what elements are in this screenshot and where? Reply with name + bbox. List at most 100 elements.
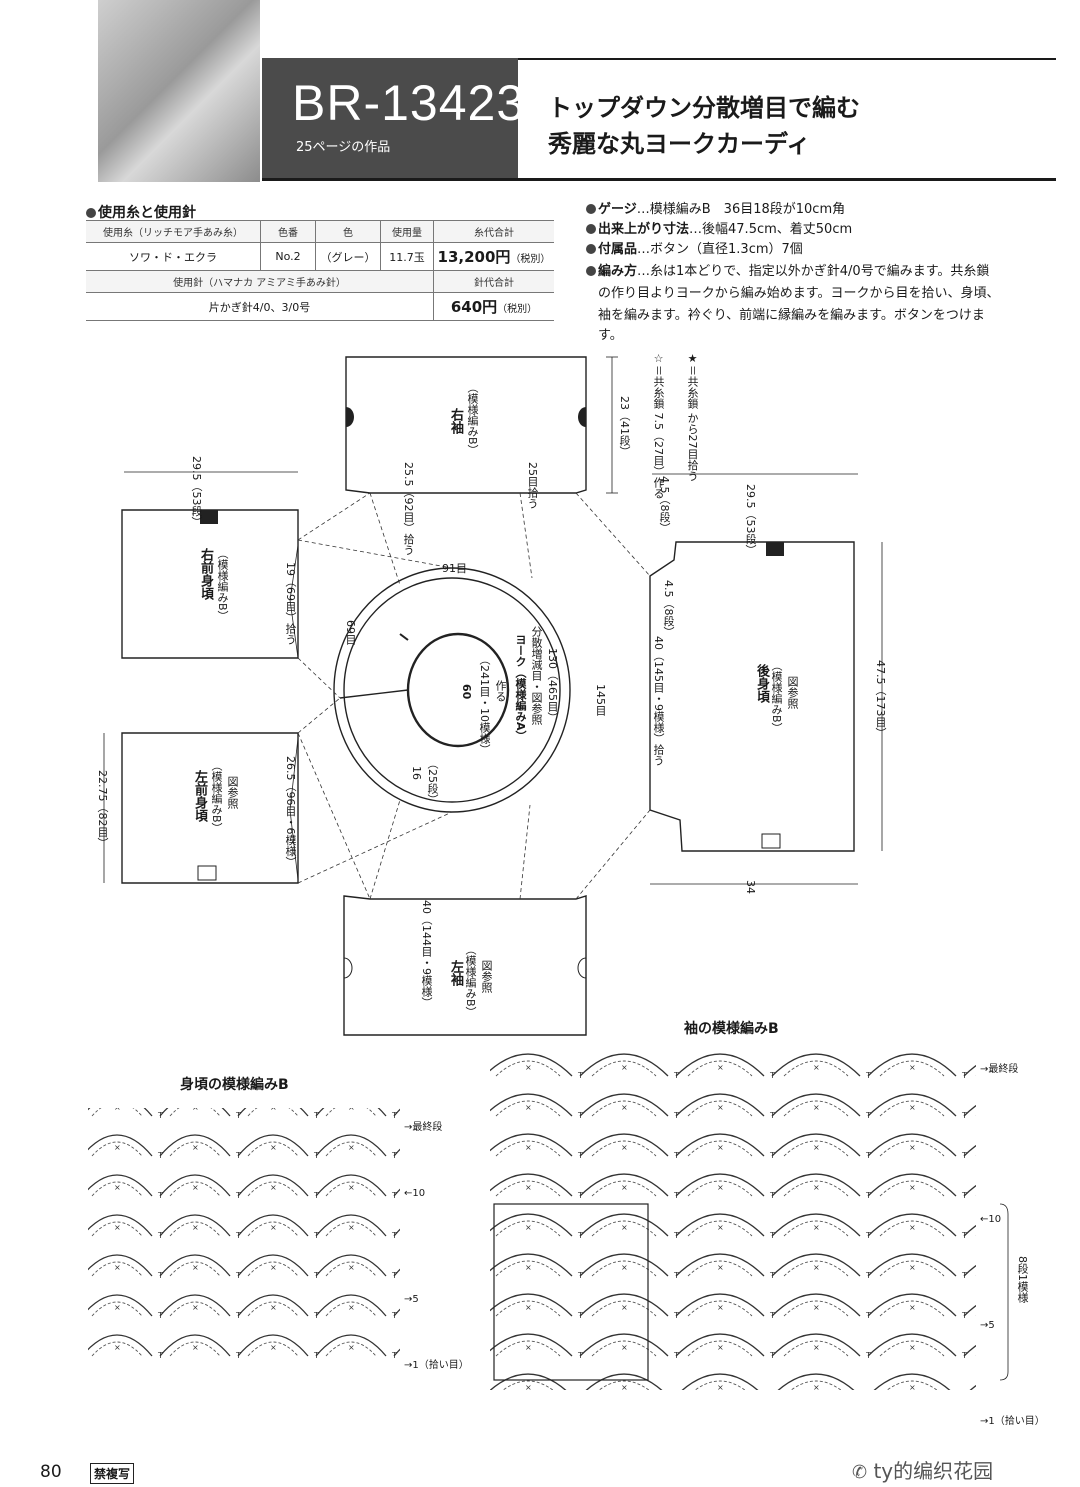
head-needle: 使用針（ハマナカ アミアミ手あみ針） xyxy=(86,270,434,293)
yoke-sub: 分散増減目・図参照 xyxy=(530,626,543,725)
notions-text: …ボタン（直径1.3cm）7個 xyxy=(637,242,803,257)
method-line1: 編み方…糸は1本どりで、指定以外かぎ針4/0号で編みます。共糸鎖 xyxy=(586,262,989,282)
left-front-sub: （模様編みB） xyxy=(210,760,223,834)
neck-sub: （241目・10模様） xyxy=(478,654,491,755)
head-amount: 使用量 xyxy=(380,220,434,243)
size-label: 出来上がり寸法 xyxy=(598,222,690,237)
dim-40b: 40（144目・9模様） xyxy=(420,900,433,1008)
dim-255: 25.5（92目）拾う xyxy=(402,462,415,556)
code-box xyxy=(262,58,518,180)
front-opening xyxy=(339,689,409,699)
dim-45a: 4.5（8段） xyxy=(658,476,671,534)
gauge-line: ゲージ…模様編みB 36目18段が10cm角 xyxy=(586,200,845,220)
method-line2: の作り目よりヨークから編み始めます。ヨークから目を拾い、身頃、 xyxy=(598,286,1000,301)
bullet-icon xyxy=(586,204,596,214)
dim-40: 40（145目・9模様）拾う xyxy=(652,636,665,766)
legend-star-filled: ★＝共糸鎖 から27目拾う xyxy=(686,352,699,482)
sleeve-stitch-chart xyxy=(490,1050,976,1390)
yoke-16: 16 xyxy=(410,766,423,780)
headline-line1: トップダウン分散増目で編む xyxy=(548,94,860,122)
left-sleeve-sub: （模様編みB） xyxy=(464,944,477,1018)
yarn-title: 使用糸と使用針 xyxy=(86,202,196,222)
sleeve-repeat-box xyxy=(493,1203,649,1381)
yarn-price-cell: 13,200円（税別） xyxy=(433,242,554,271)
body-row-10: ←10 xyxy=(404,1188,426,1199)
back-ref: 図参照 xyxy=(786,676,799,709)
head-needle-total: 針代合計 xyxy=(433,270,554,293)
bullet-icon xyxy=(86,208,96,218)
watermark: ✆ ty的编织花园 xyxy=(852,1455,993,1484)
model-photo xyxy=(98,0,260,182)
dim-23: 23（41段） xyxy=(618,396,631,457)
yoke-91: 91目 xyxy=(442,562,467,575)
back-label: 後身頃 xyxy=(754,664,769,703)
right-sleeve-sub: （模様編みB） xyxy=(466,382,479,456)
head-yarn-total: 糸代合計 xyxy=(433,220,554,243)
yarn-table: 使用糸（リッチモア手あみ糸） 色番 色 使用量 糸代合計 ソワ・ド・エクラ No… xyxy=(86,220,554,321)
method-line4: す。 xyxy=(598,328,623,343)
yoke-69: 69目 xyxy=(344,620,357,645)
sleeve-row-10-text: 10 xyxy=(988,1214,1002,1225)
yarn-name: ソワ・ド・エクラ xyxy=(86,242,261,271)
watermark-text: ty的编织花园 xyxy=(873,1459,994,1483)
body-last-row-text: 最終段 xyxy=(412,1122,443,1133)
needle-name: 片かぎ針4/0、3/0号 xyxy=(86,292,434,321)
body-row-10-text: 10 xyxy=(412,1188,426,1199)
head-color-no: 色番 xyxy=(260,220,316,243)
header-rule xyxy=(262,178,1056,181)
yarn-color: （グレー） xyxy=(315,242,381,271)
sleeve-repeat-label: 8段1模様 xyxy=(1016,1256,1029,1303)
needle-price: 640円 xyxy=(450,298,498,316)
headline-line2: 秀麗な丸ヨークカーディ xyxy=(548,130,811,158)
left-front-label: 左前身頃 xyxy=(192,770,207,822)
yoke-130: 130（465目） xyxy=(546,648,559,723)
dim-25: 25目拾う xyxy=(526,462,539,509)
sleeve-row-5: →5 xyxy=(980,1320,995,1331)
wechat-icon: ✆ xyxy=(852,1462,868,1483)
dim-295b: 29.5（53段） xyxy=(744,484,757,556)
bullet-icon xyxy=(586,266,596,276)
sleeve-row-5-text: 5 xyxy=(988,1320,995,1331)
sleeve-last-row-text: 最終段 xyxy=(988,1064,1019,1075)
sleeve-row-1: →1（拾い目） xyxy=(980,1416,1045,1427)
dim-45b: 4.5（8段） xyxy=(662,580,675,638)
method-text1: …糸は1本どりで、指定以外かぎ針4/0号で編みます。共糸鎖 xyxy=(637,264,990,279)
left-sleeve-ref: 図参照 xyxy=(480,960,493,993)
back-sub: （模様編みB） xyxy=(770,660,783,734)
yoke-label: ヨーク（模様編みA） xyxy=(514,634,527,742)
yarn-title-text: 使用糸と使用針 xyxy=(98,205,196,221)
body-row-5: →5 xyxy=(404,1294,419,1305)
body-stitch-chart xyxy=(88,1108,400,1364)
yoke-145: 145目 xyxy=(594,684,607,716)
dim-475: 47.5（173目） xyxy=(874,660,887,739)
size-line: 出来上がり寸法…後幅47.5cm、着丈50cm xyxy=(586,220,852,240)
header-top-rule xyxy=(518,58,1056,60)
body-row-5-text: 5 xyxy=(412,1294,419,1305)
sleeve-last-row: →最終段 xyxy=(980,1064,1019,1075)
dim-2275: 22.75（82目） xyxy=(96,770,109,849)
legend-star-open: ☆＝共糸鎖 7.5（27目）作る xyxy=(652,352,665,499)
page-number: 80 xyxy=(40,1462,62,1482)
right-front-sub: （模様編みB） xyxy=(216,548,229,622)
sleeve-row-1-text: 1（拾い目） xyxy=(988,1416,1045,1427)
back-outline xyxy=(649,541,855,852)
dim-19: 19（69目）拾う xyxy=(284,562,297,645)
yoke-25: （25段） xyxy=(426,758,439,805)
neck-60: 60 xyxy=(460,684,473,700)
gauge-text: …模様編みB 36目18段が10cm角 xyxy=(636,202,846,217)
dim-265: 26.5（96目・6模様） xyxy=(284,756,297,868)
yarn-tax: （税別） xyxy=(510,254,551,265)
gauge-label: ゲージ xyxy=(598,202,637,217)
left-front-ref: 図参照 xyxy=(226,776,239,809)
dim-295a: 29.5（53段） xyxy=(190,456,203,528)
bullet-icon xyxy=(586,244,596,254)
body-pattern-title: 身頃の模様編みB xyxy=(180,1077,289,1093)
notions-label: 付属品 xyxy=(598,242,638,257)
sleeve-row-10: ←10 xyxy=(980,1214,1002,1225)
sleeve-pattern-title: 袖の模様編みB xyxy=(684,1021,779,1037)
needle-tax: （税別） xyxy=(497,304,538,315)
method-label: 編み方 xyxy=(598,264,638,279)
no-copy-badge: 禁複写 xyxy=(90,1463,135,1484)
